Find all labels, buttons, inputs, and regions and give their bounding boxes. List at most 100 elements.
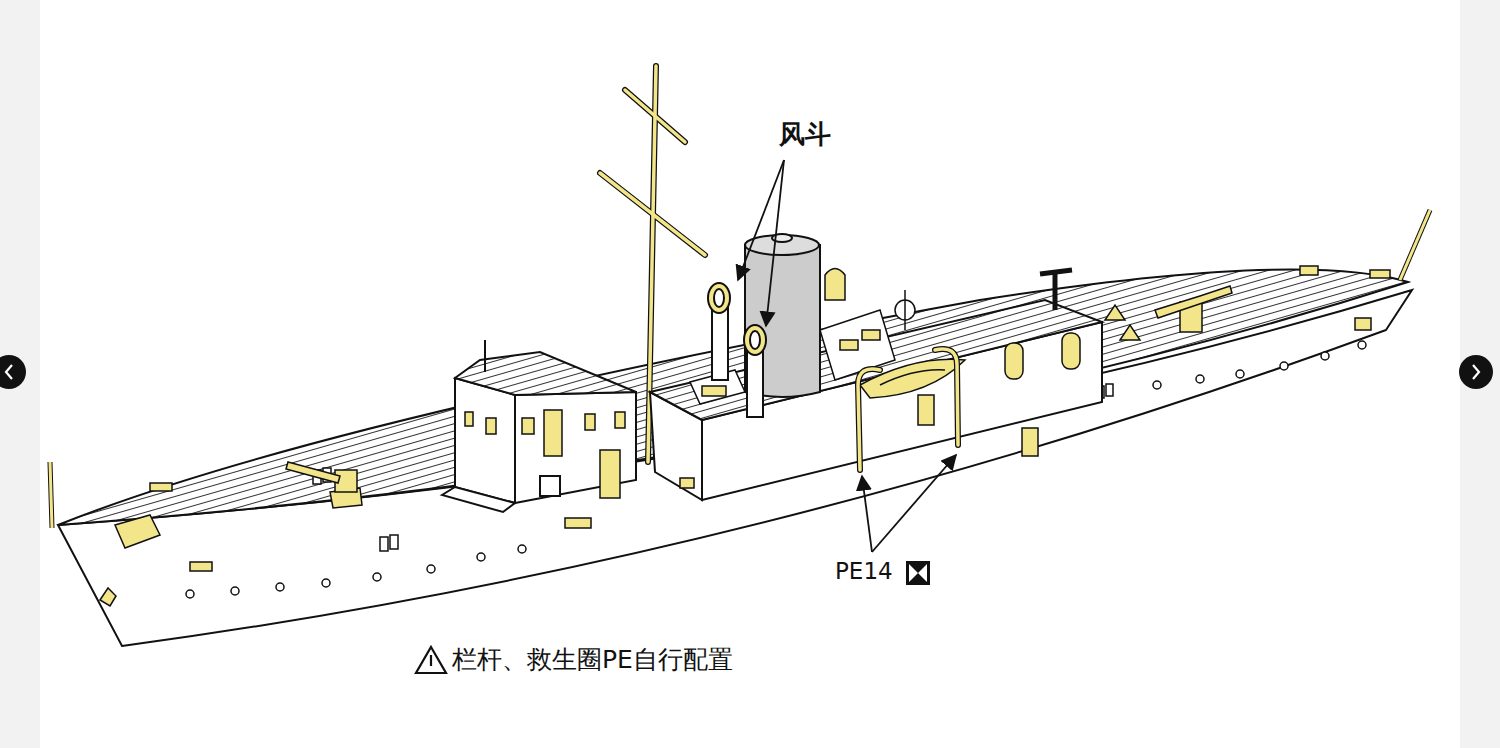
ship-rect [585, 414, 595, 430]
ship-path [858, 369, 880, 470]
pe-symbol [906, 561, 930, 585]
callout-label: 风斗 [779, 120, 831, 149]
ship-circle [1236, 370, 1244, 378]
ship-path [286, 462, 340, 483]
ship-line [625, 90, 685, 142]
ship-path [909, 564, 927, 582]
ship-line [50, 462, 52, 528]
ship-circle [427, 565, 435, 573]
ship-rect [918, 395, 934, 425]
ship-line [1400, 210, 1430, 280]
gun-aft [286, 462, 362, 508]
ship-circle [477, 553, 485, 561]
ship-circle [186, 590, 194, 598]
ship-line [766, 160, 784, 326]
ship-ellipse [750, 331, 760, 349]
ship-path [650, 300, 1102, 420]
ship-path [515, 392, 636, 503]
ship-rect [906, 561, 930, 585]
ship-line [600, 173, 705, 255]
ship-rect [540, 476, 560, 496]
ship-rect [1022, 428, 1038, 456]
ship-ellipse [744, 325, 766, 355]
ship-circle [1153, 381, 1161, 389]
ship-circle [373, 573, 381, 581]
ship-rect [1005, 343, 1023, 379]
ship-path [858, 369, 880, 470]
callout-label: 栏杆、救生圈PE自行配置 [452, 646, 733, 674]
ship-circle [0, 355, 26, 389]
ship-path [1120, 325, 1140, 340]
ship-line [430, 655, 432, 666]
ship-circle [1196, 375, 1204, 383]
deck [58, 270, 1408, 525]
ship-path [935, 349, 958, 445]
ship-circle [322, 579, 330, 587]
ship-rect [544, 410, 562, 456]
nav-button-left [0, 355, 26, 389]
ship-path [1105, 305, 1125, 320]
ship-line [862, 476, 872, 552]
paper-panel [40, 0, 1460, 748]
warning-icon [416, 647, 446, 673]
ship-circle [231, 587, 239, 595]
ship-rect [1062, 333, 1080, 369]
ship-line [904, 290, 906, 330]
aft-deckhouse [442, 340, 636, 512]
ship-line [1053, 270, 1058, 310]
ship-path [820, 310, 895, 380]
ship-circle [276, 583, 284, 591]
ship-path [880, 370, 945, 385]
ship-rect [600, 450, 620, 498]
ship-path [115, 515, 160, 548]
nav-button-right [1459, 355, 1493, 389]
ship-rect [190, 562, 212, 571]
ship-rect [522, 418, 534, 434]
ship-path [455, 378, 515, 503]
ship-line [50, 462, 52, 528]
ship-path [935, 349, 958, 445]
midship-house [650, 300, 1102, 500]
ship-rect [680, 478, 694, 488]
ship-circle [1321, 352, 1329, 360]
ship-rect [862, 330, 880, 340]
ship-line [1040, 270, 1072, 274]
ship-ellipse [745, 235, 819, 255]
leader-arrows [738, 160, 956, 552]
ship-ellipse [714, 289, 724, 307]
lifeboat [860, 359, 965, 398]
davits [858, 349, 958, 470]
ship-rect [1355, 318, 1371, 330]
ship-rect [1106, 384, 1113, 396]
ship-rect [1370, 270, 1390, 278]
ship-path [860, 359, 965, 398]
ship-line [872, 455, 956, 552]
ship-path [455, 352, 636, 395]
callout-label: PE14 [835, 559, 893, 584]
ship-path [6, 365, 12, 379]
gun-fore [1155, 286, 1232, 332]
ship-rect [1300, 266, 1318, 275]
ship-rect [615, 412, 625, 428]
ship-circle [1459, 355, 1493, 389]
ship-rect [150, 483, 172, 491]
ship-path [442, 487, 515, 512]
ship-circle [518, 545, 526, 553]
ship-path [825, 269, 845, 301]
ship-g [465, 410, 625, 498]
ship-path [100, 588, 116, 606]
ship-rect [702, 386, 726, 396]
ship-path [1155, 286, 1232, 318]
ship-rect [380, 537, 388, 551]
ship-line [484, 340, 486, 372]
ship-rect [390, 535, 398, 549]
ship-circle [1280, 362, 1288, 370]
ship-ellipse [708, 283, 730, 313]
ship-rect [465, 412, 473, 426]
ship-line [1400, 210, 1430, 280]
ship-rect [486, 418, 496, 434]
ship-path [1473, 365, 1479, 379]
ventilators [708, 283, 766, 417]
ship-circle [1358, 341, 1366, 349]
